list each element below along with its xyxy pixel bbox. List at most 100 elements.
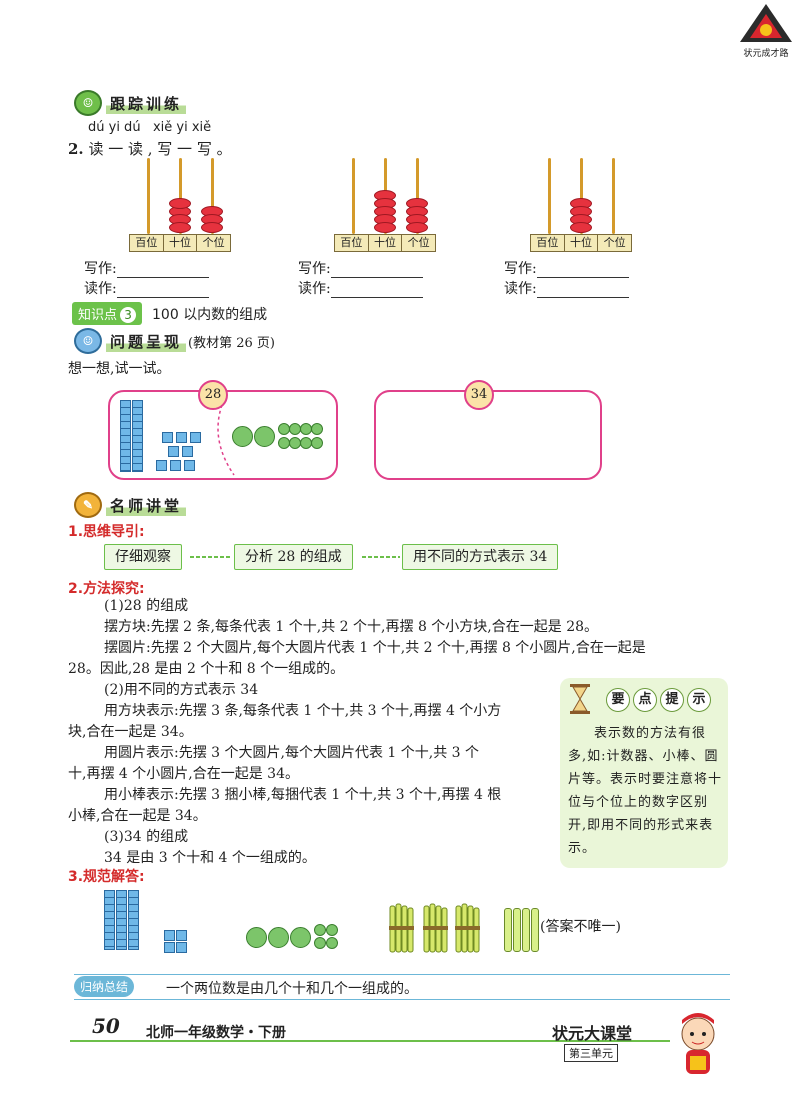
flow-arrow: [190, 556, 230, 558]
flow-step-2: 分析 28 的组成: [234, 544, 353, 570]
tips-text: 表示数的方法有很多,如:计数器、小棒、圆片等。表示时要注意将十位与个位上的数字区…: [568, 726, 723, 856]
brand-name: 状元大课堂: [552, 1024, 633, 1043]
textbook-note: (教材第 26 页): [188, 335, 275, 351]
single-stick: [504, 908, 512, 952]
para-34-comp-title: (3)34 的组成: [104, 829, 189, 845]
write-row-1: 写作:: [84, 258, 209, 278]
label-hundreds: 百位: [335, 235, 369, 251]
big-disc: [254, 426, 275, 447]
mascot-illustration: [681, 1013, 715, 1074]
logo-text: 状元成才路: [743, 49, 789, 59]
para-sticks-34-b: 小棒,合在一起是 34。: [68, 808, 207, 824]
stick-bundles: [389, 903, 480, 953]
label-tens: 十位: [164, 235, 198, 251]
read-row-1: 读作:: [84, 278, 209, 298]
label-ones: 个位: [407, 236, 430, 249]
tips-title: 要 点 提 示: [606, 688, 711, 712]
knowledge-number: 3: [120, 307, 137, 323]
write-label: 写作:: [298, 261, 331, 277]
abacus-2: 百位 十位 个位: [334, 158, 438, 252]
answer-blank[interactable]: [116, 265, 209, 278]
para-34-comp: 34 是由 3 个十和 4 个一组成的。: [104, 850, 316, 866]
label-ones: 个位: [603, 236, 626, 249]
section-header-training: ☺ 跟踪训练: [74, 90, 187, 116]
small-disc: [326, 937, 338, 949]
heading-answer: 3.规范解答:: [68, 869, 145, 885]
big-disc: [268, 927, 289, 948]
page-number: 50: [92, 1014, 120, 1038]
unit-cube: [168, 446, 179, 457]
answer-blank[interactable]: [116, 285, 209, 298]
summary-bar: [74, 974, 730, 1000]
label-hundreds: 百位: [531, 235, 565, 251]
para-discs-28-b: 28。因此,28 是由 2 个十和 8 个一组成的。: [68, 661, 345, 677]
para-28-title: (1)28 的组成: [104, 598, 189, 614]
write-label: 写作:: [504, 261, 537, 277]
abacus-labels: 百位 十位 个位: [530, 234, 632, 252]
unit-cube: [190, 432, 201, 443]
ten-rod: [128, 890, 139, 950]
ten-rod: [120, 400, 131, 472]
summary-badge: 归纳总结: [74, 976, 135, 997]
small-disc: [326, 924, 338, 936]
ten-rod: [104, 890, 115, 950]
answer-blank[interactable]: [536, 285, 629, 298]
read-label: 读作:: [298, 281, 331, 297]
para-sticks-34-a: 用小棒表示:先摆 3 捆小棒,每捆代表 1 个十,共 3 个十,再摆 4 根: [104, 787, 502, 803]
unit-cube: [176, 942, 187, 953]
answer-blank[interactable]: [330, 265, 423, 278]
pinyin-line: dú yi dú xiě yi xiě: [88, 120, 212, 135]
answer-blank[interactable]: [536, 265, 629, 278]
unit-cube: [162, 432, 173, 443]
para-discs-34-b: 十,再摆 4 个小圆片,合在一起是 34。: [68, 766, 299, 782]
big-disc: [232, 426, 253, 447]
answer-blank[interactable]: [330, 285, 423, 298]
read-label: 读作:: [504, 281, 537, 297]
logo-triangle-icon: [740, 4, 792, 42]
write-row-3: 写作:: [504, 258, 629, 278]
write-label: 写作:: [84, 261, 117, 277]
para-discs-34-a: 用圆片表示:先摆 3 个大圆片,每个大圆片代表 1 个十,共 3 个: [104, 745, 480, 761]
big-disc: [246, 927, 267, 948]
unit-cube: [182, 446, 193, 457]
footer-line: [70, 1040, 670, 1042]
section-header-teacher: ✎ 名师讲堂: [74, 492, 187, 518]
unit-cube: [156, 460, 167, 471]
unit-cube: [176, 930, 187, 941]
publisher-logo: 状元成才路: [736, 2, 796, 64]
big-disc: [290, 927, 311, 948]
tips-box: 要 点 提 示 表示数的方法有很多,如:计数器、小棒、圆片等。表示时要注意将十位…: [560, 678, 728, 868]
section-title: 问题呈现: [106, 330, 187, 352]
section-title: 跟踪训练: [106, 92, 187, 114]
para-34-title: (2)用不同的方式表示 34: [104, 682, 259, 698]
knowledge-title: 100 以内数的组成: [152, 306, 268, 323]
problem-prompt: 想一想,试一试。: [68, 361, 171, 377]
summary-text: 一个两位数是由几个十和几个一组成的。: [166, 981, 418, 997]
heading-thinking-guide: 1.思维导引:: [68, 524, 145, 540]
label-tens: 十位: [565, 235, 599, 251]
label-hundreds: 百位: [130, 235, 164, 251]
question-text: 读 一 读 , 写 一 写 。: [88, 140, 232, 158]
flow-step-3: 用不同的方式表示 34: [402, 544, 559, 570]
single-stick: [513, 908, 521, 952]
heading-method: 2.方法探究:: [68, 581, 145, 597]
mascot-icon: ☺: [74, 328, 102, 354]
teacher-icon: ✎: [74, 492, 102, 518]
answer-note: (答案不唯一): [540, 919, 621, 935]
single-stick: [522, 908, 530, 952]
book-title: 北师一年级数学・下册: [146, 1025, 286, 1041]
single-stick: [531, 908, 539, 952]
ten-rod: [132, 400, 143, 472]
ten-rod: [116, 890, 127, 950]
para-blocks-34-a: 用方块表示:先摆 3 条,每条代表 1 个十,共 3 个十,再摆 4 个小方: [104, 703, 502, 719]
para-blocks-34-b: 块,合在一起是 34。: [68, 724, 193, 740]
para-blocks-28: 摆方块:先摆 2 条,每条代表 1 个十,共 2 个十,再摆 8 个小方块,合在…: [104, 619, 599, 635]
dashed-divider: [217, 405, 235, 476]
abacus-labels: 百位 十位 个位: [334, 234, 436, 252]
section-header-problem: ☺ 问题呈现 (教材第 26 页): [74, 328, 275, 354]
flow-step-1: 仔细观察: [104, 544, 182, 570]
write-row-2: 写作:: [298, 258, 423, 278]
unit-cube: [164, 942, 175, 953]
